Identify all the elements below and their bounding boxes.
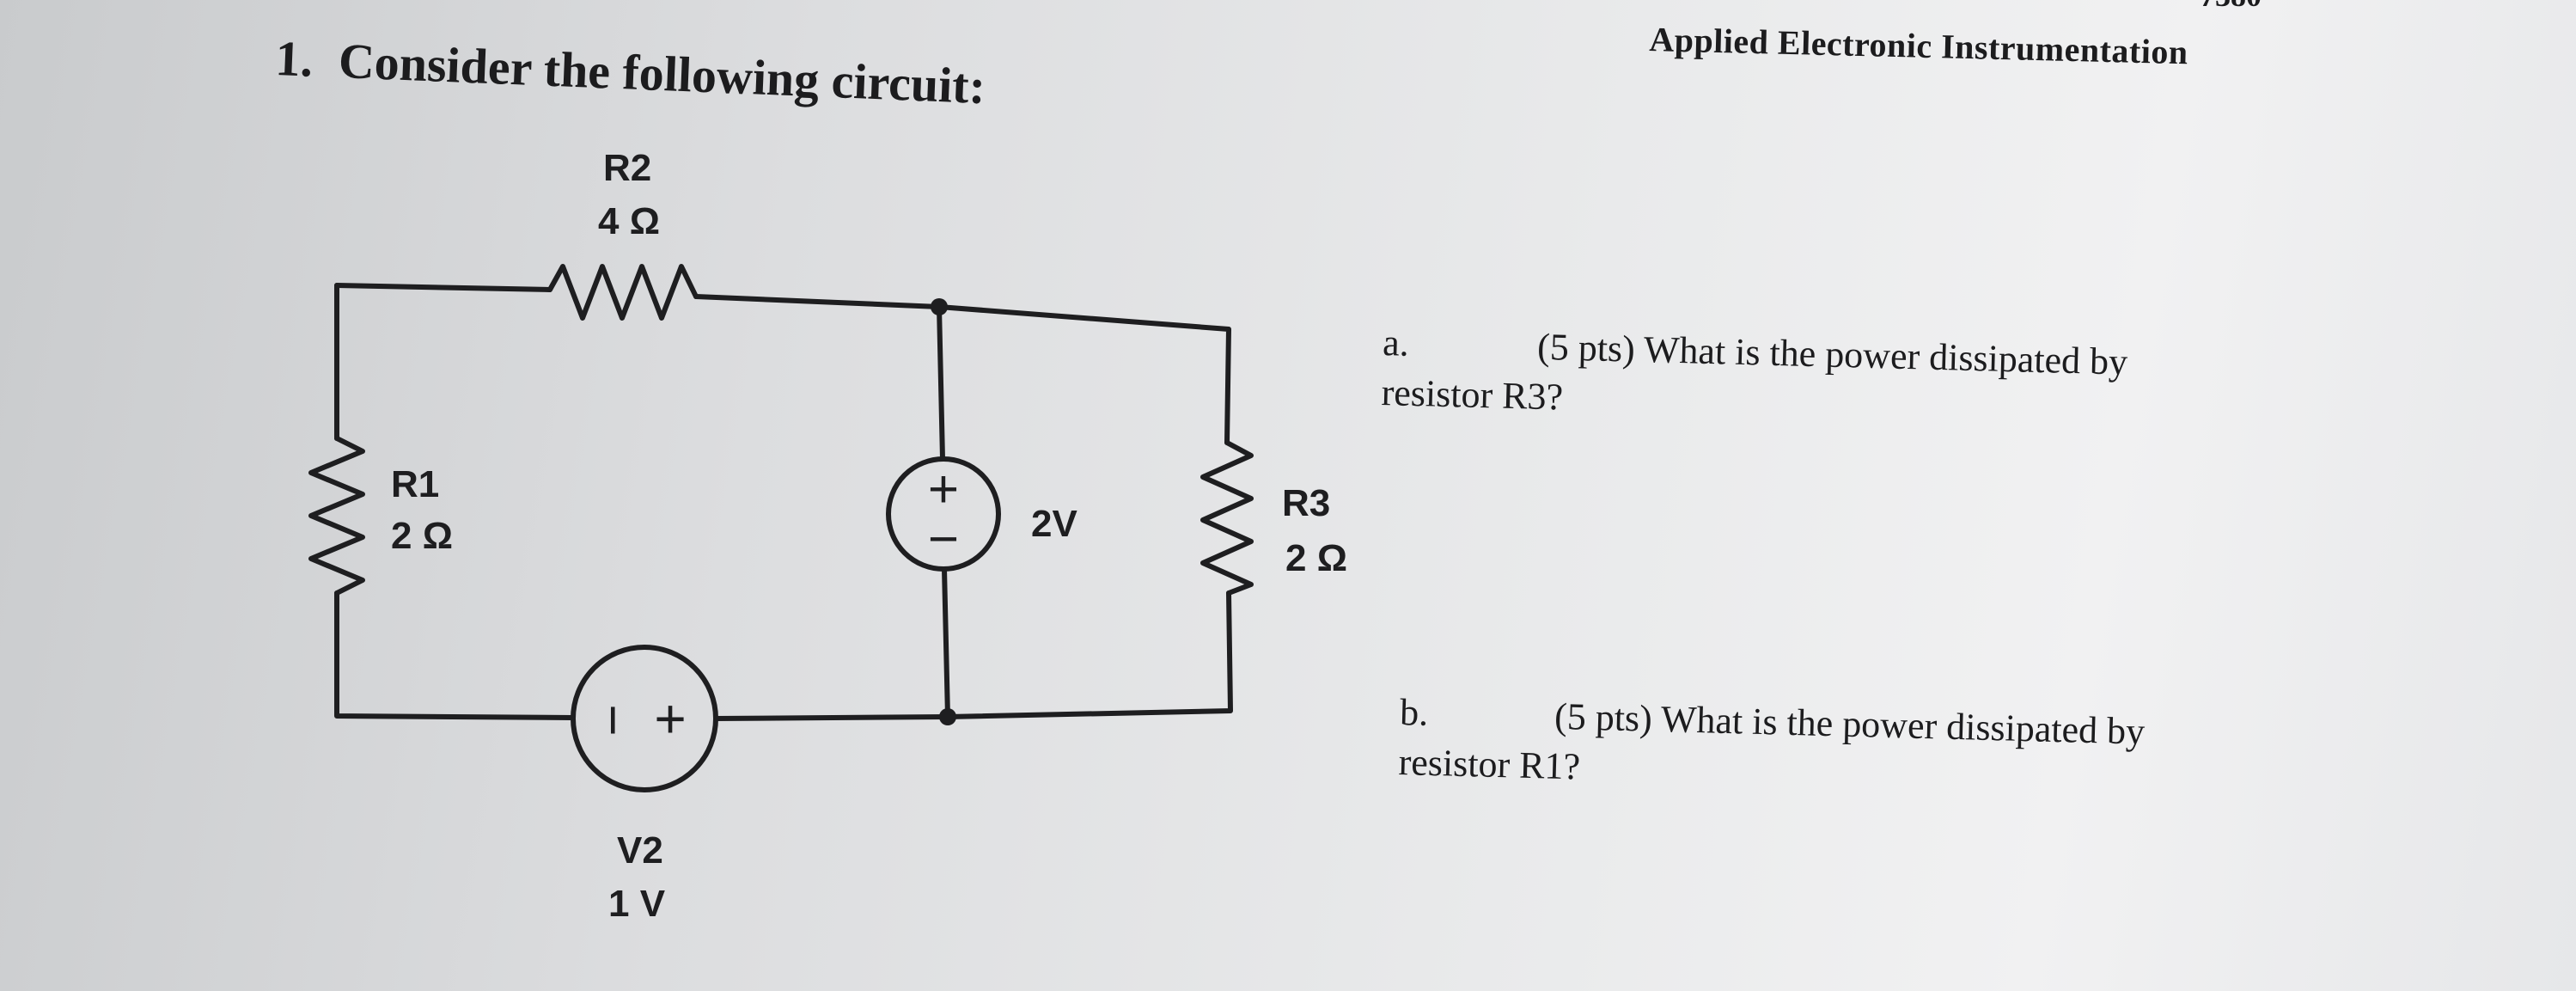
source-v1: [886, 456, 1001, 572]
r3-name-label: R3: [1282, 482, 1330, 524]
r2-value-label: 4 Ω: [598, 200, 660, 242]
v1-value-label: 2V: [1031, 503, 1077, 545]
resistor-r2: [547, 264, 699, 321]
junction-bottom: [939, 708, 956, 725]
wire-top-right: [693, 294, 1231, 445]
r3-value-label: 2 Ω: [1285, 537, 1347, 579]
r2-name-label: R2: [603, 147, 651, 189]
junction-top: [931, 298, 948, 315]
source-v2: [571, 645, 718, 792]
r1-name-label: R1: [391, 463, 439, 505]
question-b-letter: b.: [1399, 690, 1429, 734]
v2-value-label: 1 V: [608, 883, 666, 925]
question-a-letter: a.: [1382, 321, 1410, 364]
v2-minus-sign: −: [583, 704, 644, 736]
v1-minus-sign: −: [928, 510, 959, 569]
question-a: a.(5 pts) What is the power dissipated b…: [1381, 318, 2128, 437]
v2-name-label: V2: [617, 829, 663, 872]
v2-plus-sign: +: [654, 688, 686, 749]
wire-top-left: [334, 283, 552, 292]
wire-left-bottom: [334, 590, 576, 720]
resistor-r1: [308, 436, 365, 596]
course-code: 7380: [2200, 0, 2262, 14]
resistor-r3: [1200, 440, 1254, 596]
question-b: b.(5 pts) What is the power dissipated b…: [1398, 688, 2146, 807]
wire-bottom-right: [713, 590, 1233, 721]
v1-plus-sign: +: [928, 460, 959, 519]
r1-value-label: 2 Ω: [391, 515, 453, 557]
wire-middle-bottom: [942, 566, 950, 719]
wire-middle-top: [937, 304, 945, 462]
